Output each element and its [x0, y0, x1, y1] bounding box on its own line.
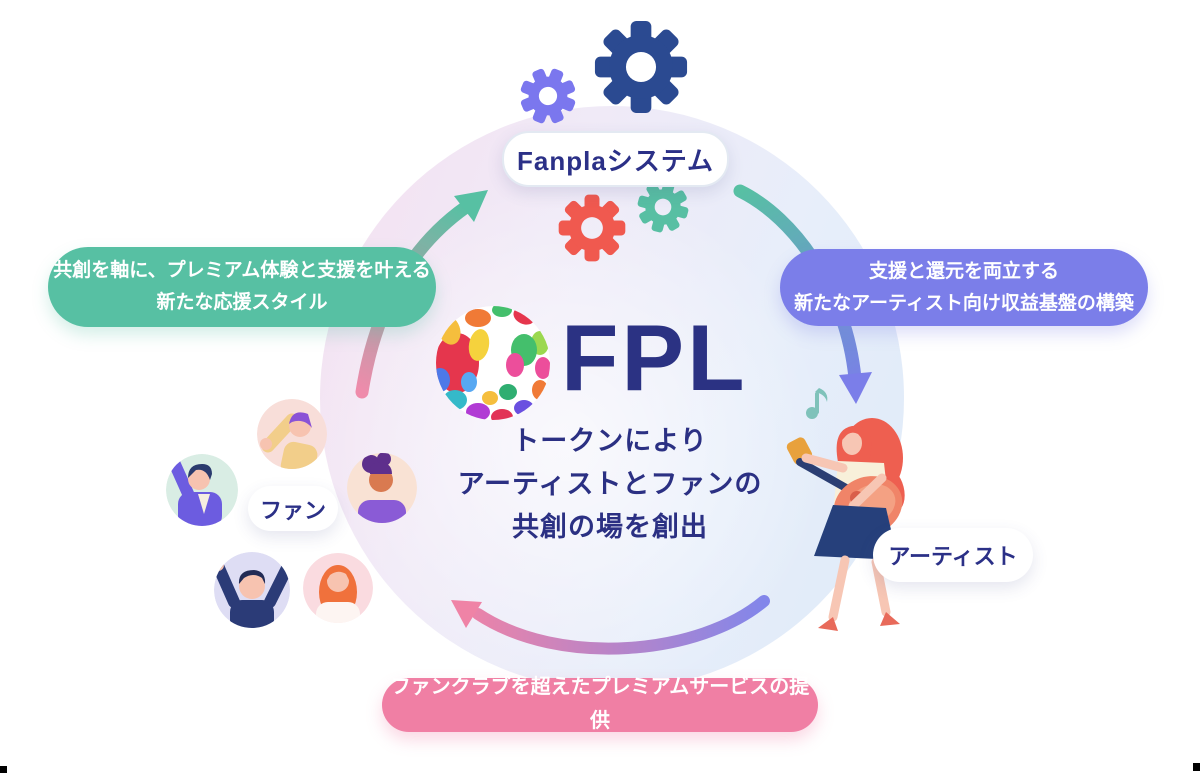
fan-avatar-bottom-left	[214, 552, 290, 628]
bottom-left-corner-mark	[0, 766, 7, 773]
center-tagline: トークンにより アーティストとファンの 共創の場を創出	[410, 420, 810, 549]
arrow-artist-to-fan	[451, 595, 770, 655]
fan-avatar-bottom-right	[303, 553, 373, 623]
fan-avatar-right	[347, 453, 417, 523]
artist-label-pill: アーティスト	[873, 528, 1033, 582]
system-to-artist-pill: 支援と還元を両立する 新たなアーティスト向け収益基盤の構築	[780, 249, 1148, 326]
tagline-line2: アーティストとファンの	[457, 469, 763, 499]
bottom-right-corner-mark	[1193, 763, 1200, 771]
system-to-artist-line1: 支援と還元を両立する	[868, 260, 1059, 282]
system-label: Fanplaシステム	[516, 145, 714, 176]
fan-label-pill: ファン	[248, 486, 338, 531]
system-label-pill: Fanplaシステム	[502, 131, 729, 187]
fan-avatar-top	[257, 399, 327, 469]
fpl-wordmark: FPL	[561, 305, 748, 410]
tagline-line3: 共創の場を創出	[512, 512, 708, 542]
tagline-line1: トークンにより	[512, 426, 708, 456]
artist-to-fan-line1: ファンクラブを超えたプレミアムサービスの提供	[390, 676, 810, 732]
fan-to-system-line2: 新たな応援スタイル	[156, 292, 328, 313]
fan-avatar-left	[166, 454, 238, 526]
gear-red-icon	[558, 194, 626, 262]
artist-to-fan-pill: ファンクラブを超えたプレミアムサービスの提供	[382, 676, 818, 732]
system-to-artist-line2: 新たなアーティスト向け収益基盤の構築	[794, 292, 1134, 314]
gear-navy-icon	[594, 20, 688, 114]
fpl-sphere-logo	[436, 306, 550, 420]
fan-label: ファン	[259, 497, 326, 523]
fan-to-system-pill: 共創を軸に、プレミアム体験と支援を叶える 新たな応援スタイル	[48, 247, 436, 327]
fan-to-system-line1: 共創を軸に、プレミアム体験と支援を叶える	[53, 260, 431, 282]
music-note-icon	[806, 388, 828, 419]
gear-purple-icon	[511, 59, 585, 133]
artist-label: アーティスト	[888, 544, 1018, 569]
